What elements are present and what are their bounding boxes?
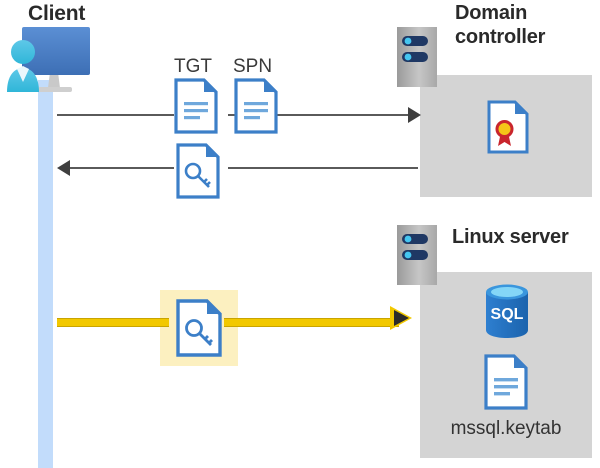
keytab-filename-label: mssql.keytab <box>450 418 562 439</box>
ticket-arrow-segment-left <box>57 318 169 327</box>
server-rack-icon <box>397 225 437 285</box>
response-arrow-segment-right <box>228 167 418 169</box>
request-arrow-segment-left <box>57 114 174 116</box>
request-arrow-segment-right <box>228 114 414 116</box>
document-with-key-icon <box>176 143 220 199</box>
document-icon <box>234 78 278 134</box>
document-icon <box>484 354 528 410</box>
ticket-arrow-segment-right <box>224 318 399 327</box>
certificate-document-icon <box>487 100 529 154</box>
document-with-key-icon <box>176 299 222 357</box>
server-rack-icon <box>397 27 437 87</box>
domain-controller-title: Domain controller <box>455 2 546 48</box>
sql-database-icon: SQL <box>486 284 528 338</box>
request-arrow-head <box>408 107 421 123</box>
response-arrow-head <box>57 160 70 176</box>
sql-badge-text: SQL <box>491 306 524 323</box>
user-with-monitor-icon <box>7 27 90 92</box>
client-lifeline <box>38 80 53 468</box>
linux-server-title: Linux server <box>452 226 569 248</box>
response-arrow-segment-left <box>70 167 174 169</box>
client-title: Client <box>28 2 86 25</box>
document-icon <box>174 78 218 134</box>
tgt-label: TGT <box>174 56 212 77</box>
ticket-arrow-head <box>394 310 409 326</box>
spn-label: SPN <box>233 56 273 77</box>
